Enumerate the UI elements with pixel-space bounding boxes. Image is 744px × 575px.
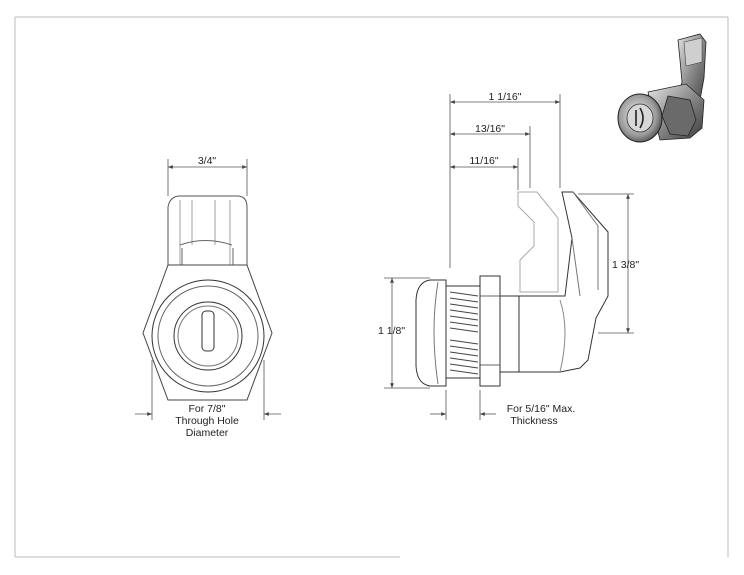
front-width-label: 3/4" bbox=[198, 155, 217, 167]
front-width-dimension bbox=[167, 159, 248, 196]
iso-plug bbox=[626, 103, 654, 133]
front-bezel-outer bbox=[151, 279, 265, 393]
side-view bbox=[415, 191, 609, 387]
overall-depth-label: 1 1/16" bbox=[489, 91, 522, 103]
depth-3-label: 11/16" bbox=[469, 155, 498, 167]
cam-height-dimension bbox=[578, 193, 634, 334]
thickness-label-1: For 5/16" Max. bbox=[507, 403, 576, 415]
side-phantom-cam bbox=[517, 191, 559, 293]
front-view bbox=[142, 195, 273, 401]
bezel-height-label: 1 1/8" bbox=[378, 325, 405, 337]
side-bezel bbox=[415, 279, 447, 387]
through-hole-dimension bbox=[135, 360, 281, 420]
thickness-dimension bbox=[430, 390, 496, 420]
iso-keyway bbox=[635, 107, 644, 129]
cam-height-label: 1 3/8" bbox=[612, 259, 639, 271]
front-plug-face bbox=[173, 301, 243, 371]
front-cam-outline bbox=[167, 195, 248, 277]
sheet-frame bbox=[14, 16, 729, 558]
front-plug-inner bbox=[177, 305, 239, 367]
through-hole-label-3: Diameter bbox=[186, 427, 229, 439]
front-bezel-ring bbox=[157, 285, 259, 387]
thread-lines bbox=[449, 291, 479, 375]
bezel-height-dimension bbox=[384, 277, 430, 389]
depth-2-dimension bbox=[450, 126, 531, 188]
keyway-slot bbox=[201, 310, 215, 352]
overall-depth-dimension bbox=[449, 94, 561, 268]
through-hole-label-2: Through Hole bbox=[175, 415, 239, 427]
side-cam-arm bbox=[514, 191, 609, 373]
side-hex-nut bbox=[479, 275, 501, 387]
thickness-label-2: Thickness bbox=[510, 415, 557, 427]
depth-2-label: 13/16" bbox=[475, 123, 505, 135]
depth-3-dimension bbox=[450, 158, 519, 190]
through-hole-label-1: For 7/8" bbox=[189, 403, 226, 415]
isometric-lock-render bbox=[617, 33, 707, 143]
